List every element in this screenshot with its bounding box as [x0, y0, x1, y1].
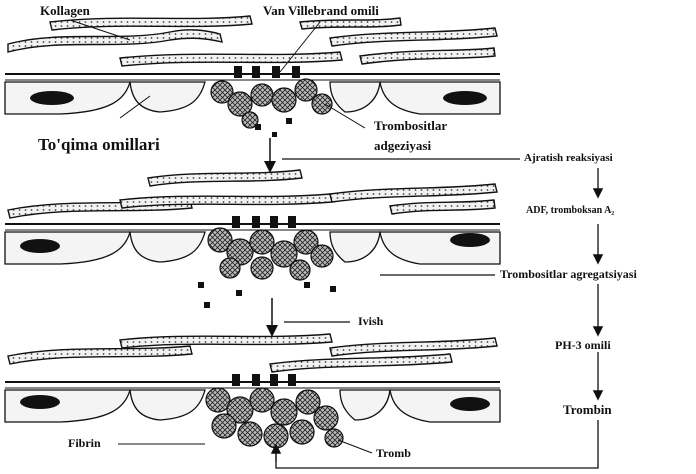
label-tissue-factors: To'qima omillari [38, 136, 160, 153]
label-collagen: Kollagen [40, 4, 90, 17]
panel-aggregation [5, 170, 500, 308]
label-platelet-aggregation: Trombositlar agregatsiyasi [500, 268, 637, 280]
nucleus-icon [450, 233, 490, 247]
thrombus-mass [206, 388, 343, 448]
label-adp-thromboxane: ADF, tromboksan A₂ [526, 206, 614, 216]
label-coagulation: Ivish [358, 315, 383, 327]
nucleus-icon [20, 395, 60, 409]
label-pf3: PH-3 omili [555, 339, 611, 351]
label-platelets: Trombositlar [374, 119, 447, 132]
nucleus-icon [20, 239, 60, 253]
label-thrombus: Tromb [376, 447, 411, 459]
nucleus-icon [443, 91, 487, 105]
label-fibrin: Fibrin [68, 437, 101, 449]
label-adhesion: adgeziyasi [374, 139, 431, 152]
label-thrombin: Trombin [563, 403, 612, 416]
label-release-reaction: Ajratish reaksiyasi [524, 153, 613, 164]
adhered-platelets [211, 79, 332, 128]
nucleus-icon [30, 91, 74, 105]
nucleus-icon [450, 397, 490, 411]
label-von-willebrand-factor: Van Villebrand omili [263, 4, 379, 17]
aggregated-platelets [208, 228, 333, 280]
